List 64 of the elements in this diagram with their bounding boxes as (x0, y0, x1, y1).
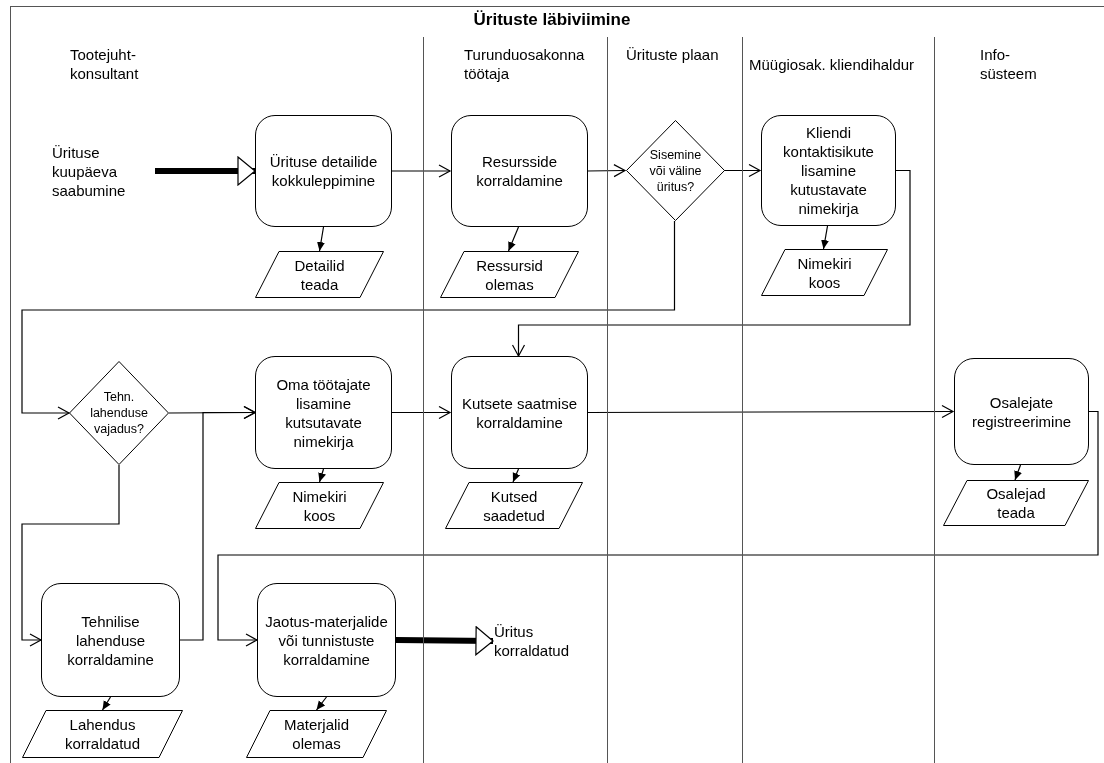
process-text: Ürituse detailide kokkuleppimine (268, 152, 379, 190)
data-text: Osalejad teada (985, 484, 1047, 522)
process-text: Jaotus-materjalide või tunnistuste korraldamine (264, 611, 389, 669)
event-text: Ürituse kuupäeva saabumine (52, 145, 155, 197)
lane-header: Müügiosak. kliendihaldur (749, 55, 916, 74)
lane-header: Tootejuht-konsultant (70, 45, 140, 83)
decision-text: Sisemine või väline üritus? (648, 146, 703, 195)
process-text: Tehnilise lahenduse korraldamine (66, 611, 155, 669)
data-parallelogram (440, 251, 579, 298)
data-text: Nimekiri koos (291, 486, 348, 525)
arrow (315, 696, 328, 711)
data-parallelogram (445, 482, 583, 529)
process-text: Kutsete saatmise korraldamine (460, 393, 579, 432)
data-parallelogram (255, 251, 384, 298)
decision-text: Tehn. lahenduse vajadus? (89, 389, 149, 437)
process-box (954, 358, 1089, 465)
arrow (512, 468, 521, 483)
lane-header: Info-süsteem (980, 45, 1038, 83)
arrow (179, 405, 256, 641)
process-box (255, 115, 392, 227)
arrow (21, 464, 120, 647)
event-text: Üritus korraldatud (494, 618, 589, 664)
process-box (451, 115, 588, 227)
arrow (586, 164, 626, 178)
decision-diamond (626, 120, 725, 221)
process-text: Resursside korraldamine (475, 152, 564, 190)
data-text: Detailid teada (293, 255, 346, 294)
data-parallelogram (246, 710, 387, 758)
data-text: Kutsed saadetud (482, 486, 546, 525)
lane-header: Ürituste plaan (626, 45, 720, 64)
block-arrow (155, 156, 256, 186)
arrow (821, 225, 829, 250)
arrow (217, 410, 1099, 647)
arrow (317, 226, 325, 252)
data-text: Ressursid olemas (475, 255, 544, 294)
data-text: Lahendus korraldatud (63, 715, 141, 753)
process-box (451, 356, 588, 469)
arrow (21, 220, 676, 420)
arrow (391, 405, 451, 420)
process-box (255, 356, 392, 469)
arrow (391, 164, 451, 178)
process-text: Osalejate registreerimine (970, 392, 1073, 431)
arrow (318, 468, 326, 483)
data-text: Materjalid olemas (283, 715, 350, 753)
arrow (723, 163, 761, 178)
process-text: Kliendi kontaktisikute lisamine kutustavate nimekirja (782, 123, 875, 218)
process-text: Oma töötajate lisamine kutsutavate nimekirja (275, 374, 372, 451)
data-parallelogram (255, 482, 384, 529)
process-box (41, 583, 180, 697)
data-text: Nimekiri koos (796, 253, 853, 292)
arrow (101, 696, 112, 711)
arrow (511, 169, 911, 357)
arrow (1014, 464, 1022, 481)
process-box (257, 583, 396, 697)
data-parallelogram (943, 480, 1089, 526)
arrow (586, 404, 954, 419)
lane-header: Turunduosakonna töötaja (464, 45, 586, 83)
process-box (761, 115, 896, 226)
data-parallelogram (761, 249, 888, 296)
decision-diamond (69, 361, 169, 465)
block-arrow (395, 626, 494, 656)
arrow (507, 226, 520, 252)
data-parallelogram (22, 710, 183, 758)
diagram-title: Ürituste läbiviimine (472, 10, 632, 30)
